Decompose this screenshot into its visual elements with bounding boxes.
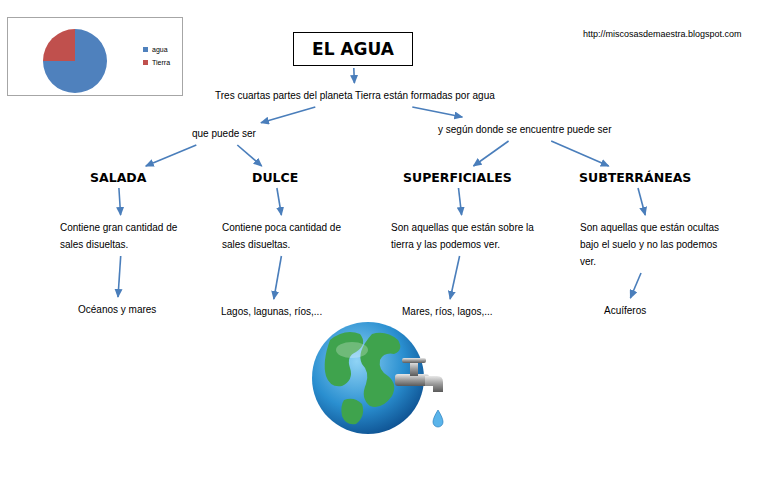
link-phrase: y según donde se encuentre puede ser [436, 120, 613, 139]
example-text-text: Acuíferos [604, 302, 646, 319]
arrow-connector [353, 68, 355, 83]
category-heading-text: DULCE [252, 170, 298, 185]
category-heading-text: SALADA [90, 170, 146, 185]
arrow-connector [474, 141, 509, 166]
arrow-connector [412, 107, 462, 117]
category-heading-text: SUBTERRÁNEAS [579, 170, 691, 185]
legend-swatch [143, 60, 148, 65]
description-text-text: Contiene gran cantidad de sales disuelta… [60, 219, 184, 253]
link-phrase-text: y según donde se encuentre puede ser [438, 121, 611, 138]
example-text: Acuíferos [602, 301, 648, 320]
arrow-connector [274, 256, 282, 299]
legend-entry: agua [143, 46, 168, 53]
category-heading: SALADA [88, 169, 148, 186]
category-heading: SUPERFICIALES [401, 169, 514, 186]
example-text-text: Océanos y mares [78, 301, 156, 318]
category-heading: SUBTERRÁNEAS [577, 169, 693, 186]
arrow-connector [237, 145, 261, 166]
legend-label: Tierra [152, 59, 170, 66]
arrow-connector [630, 273, 641, 298]
legend-swatch [143, 47, 148, 52]
description-text-text: Son aquellas que están ocultas bajo el s… [580, 219, 726, 270]
example-text: Océanos y mares [76, 300, 158, 319]
arrow-connector [119, 188, 121, 215]
arrow-connector [118, 256, 121, 297]
category-heading: DULCE [250, 169, 300, 186]
legend-entry: Tierra [143, 59, 170, 66]
arrow-connector [450, 256, 460, 299]
arrow-connector [551, 141, 609, 166]
chart-frame [8, 18, 183, 96]
arrow-connector [146, 145, 197, 166]
pie-water [43, 29, 107, 93]
arrow-connector [459, 188, 462, 215]
description-text: Contiene gran cantidad de sales disuelta… [58, 218, 186, 254]
legend-label: agua [152, 46, 168, 53]
pie-land [43, 29, 75, 61]
example-text: Lagos, lagunas, ríos,... [219, 302, 324, 321]
title-box: EL AGUA [293, 32, 413, 66]
description-text-text: Contiene poca cantidad de sales disuelta… [222, 219, 348, 253]
description-text-text: Son aquellas que están sobre la tierra y… [391, 219, 537, 253]
arrow-connector [277, 188, 282, 215]
example-text: Mares, ríos, lagos,... [400, 302, 495, 321]
link-phrase: que puede ser [190, 124, 258, 143]
example-text-text: Mares, ríos, lagos,... [402, 303, 493, 320]
description-text: Son aquellas que están ocultas bajo el s… [578, 218, 728, 271]
arrow-connector [638, 188, 645, 215]
arrow-connector [261, 107, 315, 123]
description-text: Contiene poca cantidad de sales disuelta… [220, 218, 350, 254]
url-watermark: http://miscosasdemaestra.blogspot.com [583, 29, 742, 39]
description-text: Son aquellas que están sobre la tierra y… [389, 218, 539, 254]
link-phrase-text: que puede ser [192, 125, 256, 142]
title-box-text: EL AGUA [308, 39, 398, 59]
example-text-text: Lagos, lagunas, ríos,... [221, 303, 322, 320]
globe-illustration [312, 322, 443, 434]
category-heading-text: SUPERFICIALES [403, 170, 512, 185]
statement-text-text: Tres cuartas partes del planeta Tierra e… [215, 87, 495, 104]
statement-text: Tres cuartas partes del planeta Tierra e… [213, 86, 497, 105]
